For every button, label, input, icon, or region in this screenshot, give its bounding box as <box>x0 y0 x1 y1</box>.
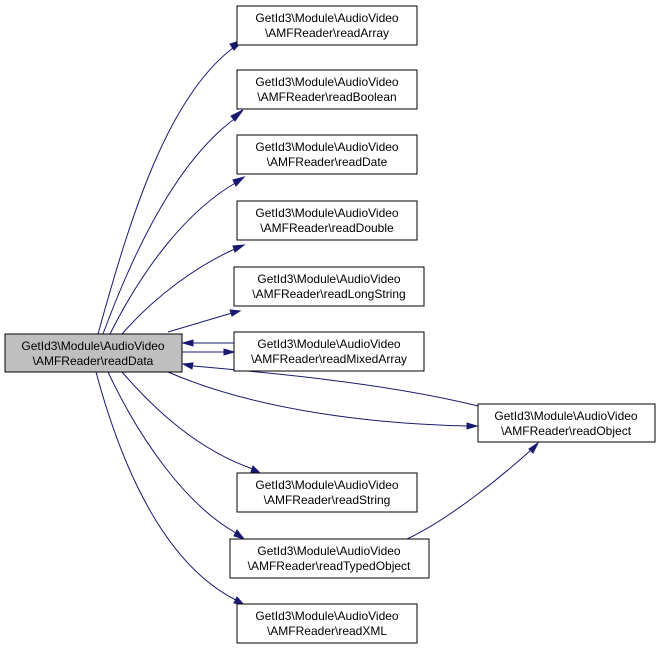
node-readString[interactable]: GetId3\Module\AudioVideo \AMFReader\read… <box>236 472 418 513</box>
edge-readData-readTypedObject <box>107 371 237 534</box>
edge-readData-readBoolean-arrow <box>230 109 244 122</box>
node-readBoolean[interactable]: GetId3\Module\AudioVideo \AMFReader\read… <box>236 69 418 110</box>
node-readLongString-line1: GetId3\Module\AudioVideo <box>257 272 401 286</box>
node-readTypedObject[interactable]: GetId3\Module\AudioVideo \AMFReader\read… <box>229 538 430 579</box>
node-readMixedArray[interactable]: GetId3\Module\AudioVideo \AMFReader\read… <box>233 331 425 372</box>
node-readDouble[interactable]: GetId3\Module\AudioVideo \AMFReader\read… <box>236 200 418 241</box>
edge-readData-readTypedObject-arrow <box>233 529 246 540</box>
edge-readData-readObject <box>167 371 468 427</box>
node-readString-line1: GetId3\Module\AudioVideo <box>255 478 399 492</box>
node-readXML[interactable]: GetId3\Module\AudioVideo \AMFReader\read… <box>236 603 418 644</box>
edge-readData-readArray <box>97 44 238 335</box>
node-readDouble-line2: \AMFReader\readDouble <box>260 221 394 235</box>
node-readDate-line1: GetId3\Module\AudioVideo <box>255 140 399 154</box>
edge-readData-readString <box>121 371 254 470</box>
node-readObject-line2: \AMFReader\readObject <box>501 424 632 438</box>
node-readXML-line2: \AMFReader\readXML <box>267 624 387 638</box>
edge-readData-readBoolean <box>102 116 238 335</box>
edge-readData-readLongString <box>167 312 233 333</box>
nodes: GetId3\Module\AudioVideo \AMFReader\read… <box>4 5 656 644</box>
node-readLongString[interactable]: GetId3\Module\AudioVideo \AMFReader\read… <box>233 266 425 307</box>
edge-readData-readMixedArray-arrow <box>223 348 236 356</box>
edge-readData-readLongString-arrow <box>229 309 242 317</box>
node-readArray[interactable]: GetId3\Module\AudioVideo \AMFReader\read… <box>236 5 418 46</box>
node-readMixedArray-line1: GetId3\Module\AudioVideo <box>257 337 401 351</box>
node-readTypedObject-line1: GetId3\Module\AudioVideo <box>257 544 401 558</box>
node-readBoolean-line1: GetId3\Module\AudioVideo <box>255 75 399 89</box>
edge-readData-readXML <box>95 371 237 601</box>
edge-readData-readDouble <box>121 247 238 335</box>
node-readBoolean-line2: \AMFReader\readBoolean <box>257 90 396 104</box>
edge-readTypedObject-readObject <box>404 449 532 541</box>
edge-readMixedArray-readData-arrow <box>181 339 194 347</box>
node-readData-line1: GetId3\Module\AudioVideo <box>21 339 165 353</box>
edge-readData-readDate <box>109 181 238 335</box>
node-readData[interactable]: GetId3\Module\AudioVideo \AMFReader\read… <box>4 333 183 373</box>
edge-readObject-readData <box>192 365 479 407</box>
node-readData-line2: \AMFReader\readData <box>33 354 154 368</box>
node-readDate-line2: \AMFReader\readDate <box>267 155 388 169</box>
node-readString-line2: \AMFReader\readString <box>264 493 391 507</box>
edge-readData-readDouble-arrow <box>232 244 246 253</box>
edge-readData-readDate-arrow <box>232 176 246 187</box>
edge-readTypedObject-readObject-arrow <box>528 441 540 454</box>
edge-readData-readObject-arrow <box>466 422 479 430</box>
node-readDate[interactable]: GetId3\Module\AudioVideo \AMFReader\read… <box>236 134 418 175</box>
node-readObject-line1: GetId3\Module\AudioVideo <box>494 409 638 423</box>
node-readXML-line1: GetId3\Module\AudioVideo <box>255 609 399 623</box>
node-readArray-line1: GetId3\Module\AudioVideo <box>255 11 399 25</box>
node-readMixedArray-line2: \AMFReader\readMixedArray <box>251 352 407 366</box>
node-readObject[interactable]: GetId3\Module\AudioVideo \AMFReader\read… <box>477 403 656 443</box>
edges <box>95 38 540 606</box>
edge-readObject-readData-arrow <box>181 362 194 370</box>
node-readTypedObject-line2: \AMFReader\readTypedObject <box>248 559 411 573</box>
node-readLongString-line2: \AMFReader\readLongString <box>252 287 405 301</box>
node-readDouble-line1: GetId3\Module\AudioVideo <box>255 206 399 220</box>
node-readArray-line2: \AMFReader\readArray <box>265 26 389 40</box>
